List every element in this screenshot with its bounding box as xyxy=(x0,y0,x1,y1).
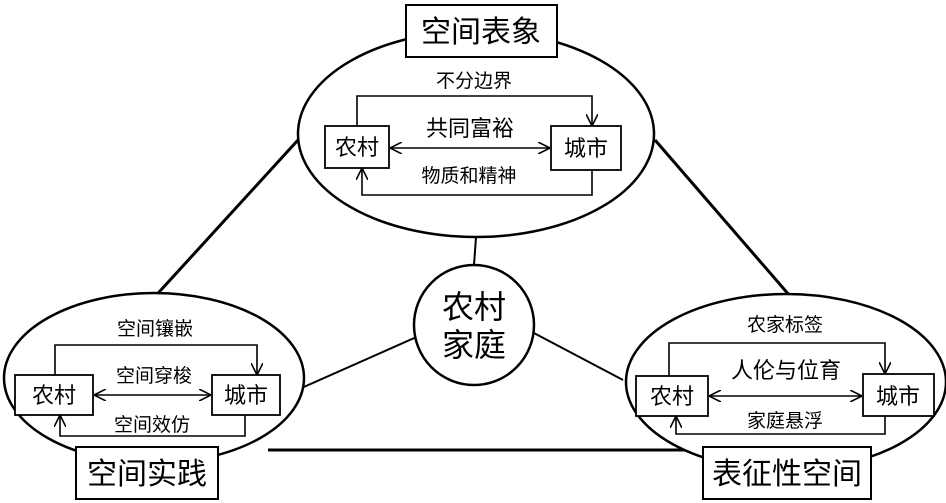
top-right-box xyxy=(550,125,622,171)
top-group: 空间表象 农村 城市 不分边界 共同富裕 物质和精神 xyxy=(324,4,622,196)
right-lower-arrow xyxy=(676,416,886,435)
left-upper-arrow xyxy=(54,344,257,375)
top-upper-arrow xyxy=(356,95,592,126)
top-middle-label: 共同富裕 xyxy=(426,117,514,142)
spoke-top xyxy=(473,236,477,266)
left-lower-arrow xyxy=(60,415,246,437)
top-upper-label: 不分边界 xyxy=(436,70,512,92)
edge-top-right xyxy=(653,139,792,297)
top-title-box xyxy=(405,4,558,58)
spoke-right xyxy=(531,331,624,381)
top-lower-label: 物质和精神 xyxy=(421,165,516,187)
edge-top-left xyxy=(148,138,300,304)
right-middle-label: 人伦与位育 xyxy=(731,359,841,384)
left-lower-label: 空间效仿 xyxy=(114,414,190,436)
top-title: 空间表象 xyxy=(421,15,541,50)
left-middle-label: 空间穿梭 xyxy=(116,365,192,387)
right-upper-arrow xyxy=(668,342,885,376)
top-lower-arrow xyxy=(362,169,593,196)
center-line2: 家庭 xyxy=(442,326,506,364)
right-right-box-label: 城市 xyxy=(876,385,920,410)
right-title-box xyxy=(702,446,872,500)
left-left-box-label: 农村 xyxy=(32,384,76,409)
right-left-box-label: 农村 xyxy=(650,385,694,410)
left-upper-label: 空间镶嵌 xyxy=(117,318,193,340)
right-upper-label: 农家标签 xyxy=(747,314,823,336)
top-left-box-label: 农村 xyxy=(335,136,379,161)
center-circle xyxy=(412,263,536,387)
right-title: 表征性空间 xyxy=(712,457,862,492)
left-right-box xyxy=(211,374,281,416)
center-line1: 农村 xyxy=(442,288,506,326)
spoke-left xyxy=(296,334,422,391)
right-group: 表征性空间 农村 城市 农家标签 人伦与位育 家庭悬浮 xyxy=(635,314,935,500)
triangle-edges xyxy=(148,138,792,452)
left-group: 空间实践 农村 城市 空间镶嵌 空间穿梭 空间效仿 xyxy=(14,318,281,500)
top-right-box-label: 城市 xyxy=(564,137,608,162)
right-lower-label: 家庭悬浮 xyxy=(747,410,823,432)
right-right-box xyxy=(862,373,935,417)
left-right-box-label: 城市 xyxy=(224,384,268,409)
left-title: 空间实践 xyxy=(87,457,207,492)
left-left-box xyxy=(14,374,94,416)
left-title-box xyxy=(75,446,219,500)
center-spokes xyxy=(296,236,624,391)
